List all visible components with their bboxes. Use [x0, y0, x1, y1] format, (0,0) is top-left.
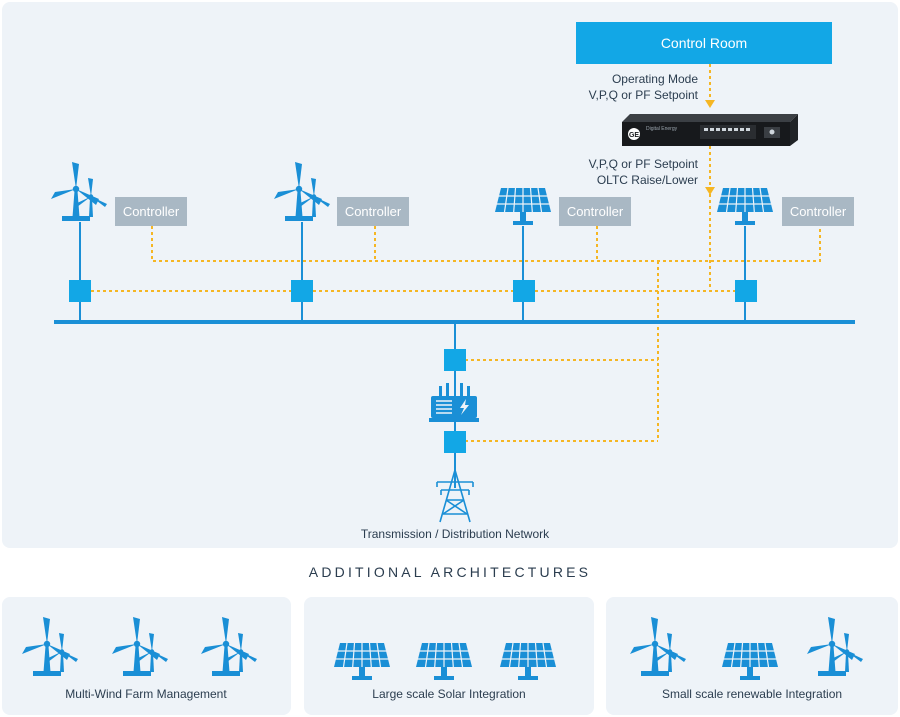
main-diagram-panel [2, 2, 898, 548]
architecture-card [2, 597, 291, 715]
controller-box: Controller [115, 197, 187, 226]
svg-text:Controller: Controller [790, 204, 847, 219]
controller-box: Controller [337, 197, 409, 226]
ge-logo-icon [628, 128, 640, 140]
arrow-to-controller-icon [705, 187, 715, 195]
signal-label-operating-mode: Operating Mode [612, 72, 698, 86]
meter-box [69, 280, 91, 302]
architecture-card-label: Large scale Solar Integration [372, 687, 525, 701]
meter-box [291, 280, 313, 302]
transformer-icon [429, 383, 479, 422]
control-room-box [576, 22, 832, 64]
meter-box [444, 431, 466, 453]
meter-box [513, 280, 535, 302]
control-signal-links [91, 64, 821, 442]
signal-label-setpoint-in: V,P,Q or PF Setpoint [589, 88, 699, 102]
controller-box: Controller [559, 197, 631, 226]
architecture-card-label: Small scale renewable Integration [662, 687, 842, 701]
transmission-tower-icon [436, 469, 474, 523]
device-badge-label: Digital Energy [646, 126, 678, 132]
architecture-card-label: Multi-Wind Farm Management [65, 687, 227, 701]
control-room-label: Control Room [661, 35, 747, 51]
svg-text:Controller: Controller [567, 204, 624, 219]
svg-text:GE: GE [629, 132, 639, 139]
svg-text:Controller: Controller [123, 204, 180, 219]
signal-label-setpoint-out: V,P,Q or PF Setpoint [589, 157, 699, 171]
plant-controller-device: GE Digital Energy [622, 114, 798, 146]
meter-box [735, 280, 757, 302]
svg-text:Controller: Controller [345, 204, 402, 219]
network-label: Transmission / Distribution Network [361, 527, 550, 541]
signal-label-oltc: OLTC Raise/Lower [597, 173, 698, 187]
additional-architectures-heading: ADDITIONAL ARCHITECTURES [309, 564, 591, 580]
meter-box [444, 349, 466, 371]
controller-box: Controller [782, 197, 854, 226]
arrow-to-controller-icon [705, 100, 715, 108]
main-busbar [54, 320, 855, 324]
